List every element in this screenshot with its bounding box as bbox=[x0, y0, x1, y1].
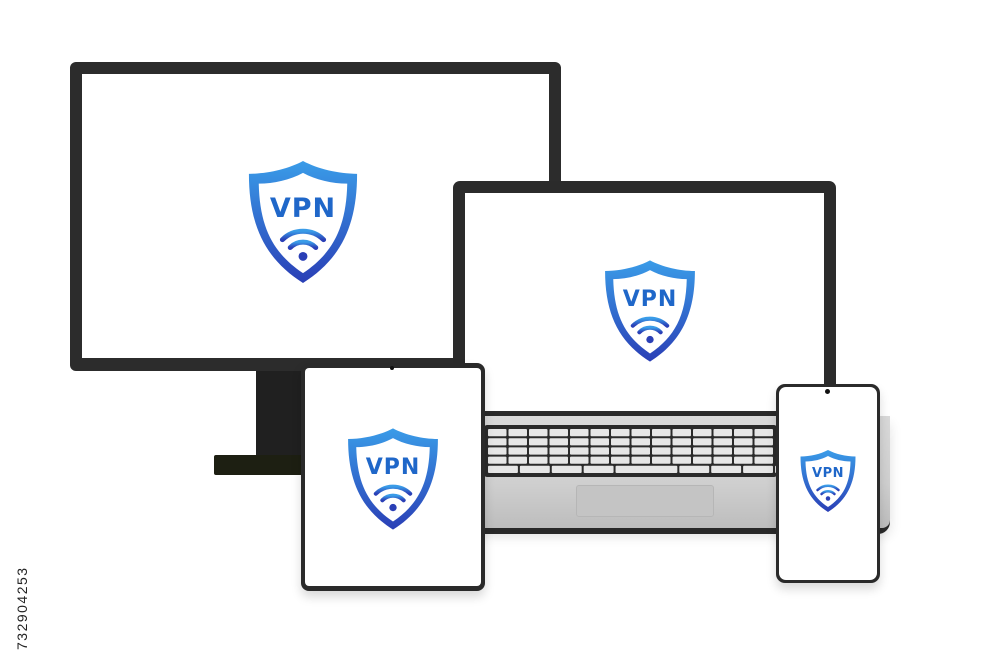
monitor-stand-neck bbox=[256, 370, 302, 456]
keyboard-key bbox=[652, 456, 671, 464]
keyboard-key bbox=[508, 438, 527, 446]
keyboard-key bbox=[570, 429, 589, 437]
monitor-stand-base bbox=[214, 455, 310, 475]
keyboard-key bbox=[529, 447, 548, 455]
keyboard-key bbox=[611, 438, 630, 446]
laptop-keyboard bbox=[484, 425, 805, 477]
keyboard-key bbox=[672, 456, 691, 464]
keyboard-key bbox=[488, 429, 507, 437]
shield-icon bbox=[348, 428, 438, 530]
vpn-label: VPN bbox=[622, 287, 678, 312]
keyboard-key bbox=[488, 438, 507, 446]
keyboard-key bbox=[679, 465, 710, 473]
laptop-trackpad bbox=[576, 485, 714, 517]
wifi-icon bbox=[279, 228, 327, 251]
shield-icon bbox=[605, 260, 695, 362]
keyboard-key bbox=[693, 447, 712, 455]
shield-icon bbox=[800, 450, 856, 512]
stock-image-id: 732904253 bbox=[14, 566, 30, 650]
keyboard-key bbox=[488, 447, 507, 455]
keyboard-key bbox=[488, 456, 507, 464]
keyboard-key bbox=[611, 456, 630, 464]
keyboard-key bbox=[611, 429, 630, 437]
keyboard-key bbox=[549, 438, 568, 446]
keyboard-key bbox=[672, 429, 691, 437]
keyboard-key bbox=[488, 465, 518, 473]
keyboard-key bbox=[754, 447, 773, 455]
keyboard-key bbox=[734, 429, 753, 437]
keyboard-key bbox=[652, 429, 671, 437]
vpn-shield-icon: VPN bbox=[798, 448, 858, 514]
keyboard-keys bbox=[488, 429, 805, 473]
keyboard-key bbox=[713, 438, 732, 446]
vpn-label: VPN bbox=[365, 455, 421, 480]
wifi-icon bbox=[630, 316, 670, 335]
keyboard-key bbox=[611, 447, 630, 455]
wifi-icon bbox=[816, 484, 840, 496]
shield-icon bbox=[248, 161, 358, 283]
keyboard-key bbox=[734, 447, 753, 455]
keyboard-key bbox=[529, 456, 548, 464]
keyboard-key bbox=[590, 456, 609, 464]
vpn-label: VPN bbox=[269, 193, 337, 224]
keyboard-key bbox=[631, 438, 650, 446]
keyboard-key bbox=[590, 438, 609, 446]
keyboard-key bbox=[508, 447, 527, 455]
keyboard-key bbox=[734, 438, 753, 446]
keyboard-key bbox=[549, 429, 568, 437]
keyboard-key bbox=[570, 456, 589, 464]
vpn-label: VPN bbox=[812, 466, 844, 481]
keyboard-key bbox=[672, 447, 691, 455]
keyboard-key bbox=[693, 456, 712, 464]
wifi-icon bbox=[373, 484, 413, 503]
keyboard-key bbox=[551, 465, 582, 473]
keyboard-key bbox=[693, 429, 712, 437]
keyboard-key bbox=[754, 429, 773, 437]
vpn-shield-icon: VPN bbox=[601, 257, 699, 365]
vpn-shield-icon: VPN bbox=[344, 425, 442, 533]
phone-screen: VPN bbox=[779, 387, 877, 580]
keyboard-key bbox=[754, 456, 773, 464]
keyboard-key bbox=[713, 456, 732, 464]
keyboard-key bbox=[529, 438, 548, 446]
keyboard-key bbox=[713, 447, 732, 455]
keyboard-key bbox=[549, 456, 568, 464]
keyboard-key bbox=[743, 465, 773, 473]
keyboard-key bbox=[529, 429, 548, 437]
keyboard-key bbox=[754, 438, 773, 446]
keyboard-key bbox=[734, 456, 753, 464]
keyboard-key bbox=[652, 447, 671, 455]
keyboard-key bbox=[508, 429, 527, 437]
keyboard-key bbox=[652, 438, 671, 446]
keyboard-key bbox=[508, 456, 527, 464]
keyboard-key bbox=[693, 438, 712, 446]
laptop-screen: VPN bbox=[465, 193, 824, 411]
keyboard-key bbox=[549, 447, 568, 455]
keyboard-key bbox=[590, 429, 609, 437]
vpn-shield-icon: VPN bbox=[244, 157, 362, 287]
keyboard-key bbox=[672, 438, 691, 446]
keyboard-key bbox=[631, 447, 650, 455]
keyboard-key bbox=[519, 465, 550, 473]
tablet-screen: VPN bbox=[305, 368, 481, 586]
keyboard-key bbox=[713, 429, 732, 437]
keyboard-key bbox=[615, 465, 678, 473]
keyboard-key bbox=[631, 429, 650, 437]
keyboard-key bbox=[570, 438, 589, 446]
keyboard-key bbox=[711, 465, 742, 473]
keyboard-key bbox=[570, 447, 589, 455]
keyboard-key bbox=[590, 447, 609, 455]
tablet-camera bbox=[390, 366, 394, 370]
keyboard-key bbox=[631, 456, 650, 464]
phone-camera bbox=[825, 389, 830, 394]
keyboard-key bbox=[583, 465, 614, 473]
